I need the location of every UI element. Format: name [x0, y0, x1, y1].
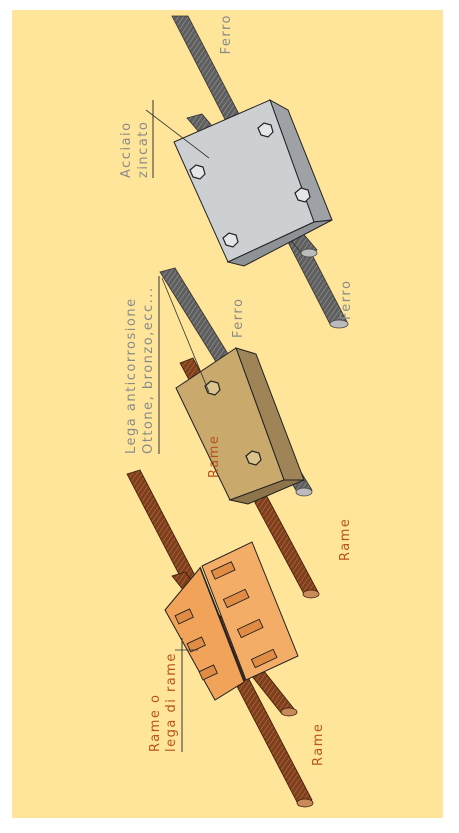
label-lega-line1: Lega anticorrosione — [124, 297, 139, 454]
label-ferro-top: Ferro — [219, 14, 234, 54]
label-rame-brass-bottom: Rame — [338, 518, 353, 561]
label-ferro-brass-bottom: Ferro — [339, 280, 354, 320]
copper-rod-brass-end — [303, 590, 319, 598]
label-rame-brass-top: Rame — [207, 435, 222, 478]
copper-rod-short-end — [281, 708, 297, 716]
iron-rod-top-2-end — [301, 249, 317, 257]
label-lega-di-rame: lega di rame — [164, 652, 179, 752]
iron-rod-top-end — [330, 320, 348, 328]
label-rame-copper-bottom: Rame — [311, 723, 326, 766]
label-ferro-brass-top: Ferro — [231, 298, 246, 338]
label-rame-o: Rame o — [148, 694, 163, 752]
label-lega-line2: Ottone, bronzo,ecc... — [141, 287, 156, 455]
copper-rod-long-end — [297, 799, 313, 807]
iron-rod-brass-end — [296, 488, 312, 496]
